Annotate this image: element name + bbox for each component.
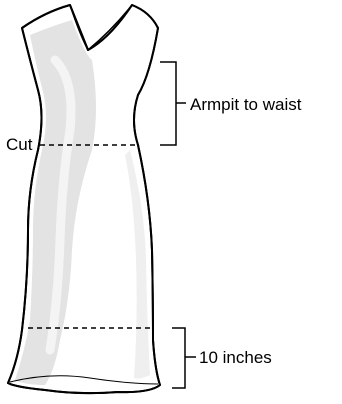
ten-inches-label: 10 inches [199,348,272,367]
armpit-to-waist-label: Armpit to waist [190,95,302,114]
ten-inches-bracket [172,328,196,388]
cut-label: Cut [6,135,33,154]
armpit-to-waist-bracket [160,62,186,145]
